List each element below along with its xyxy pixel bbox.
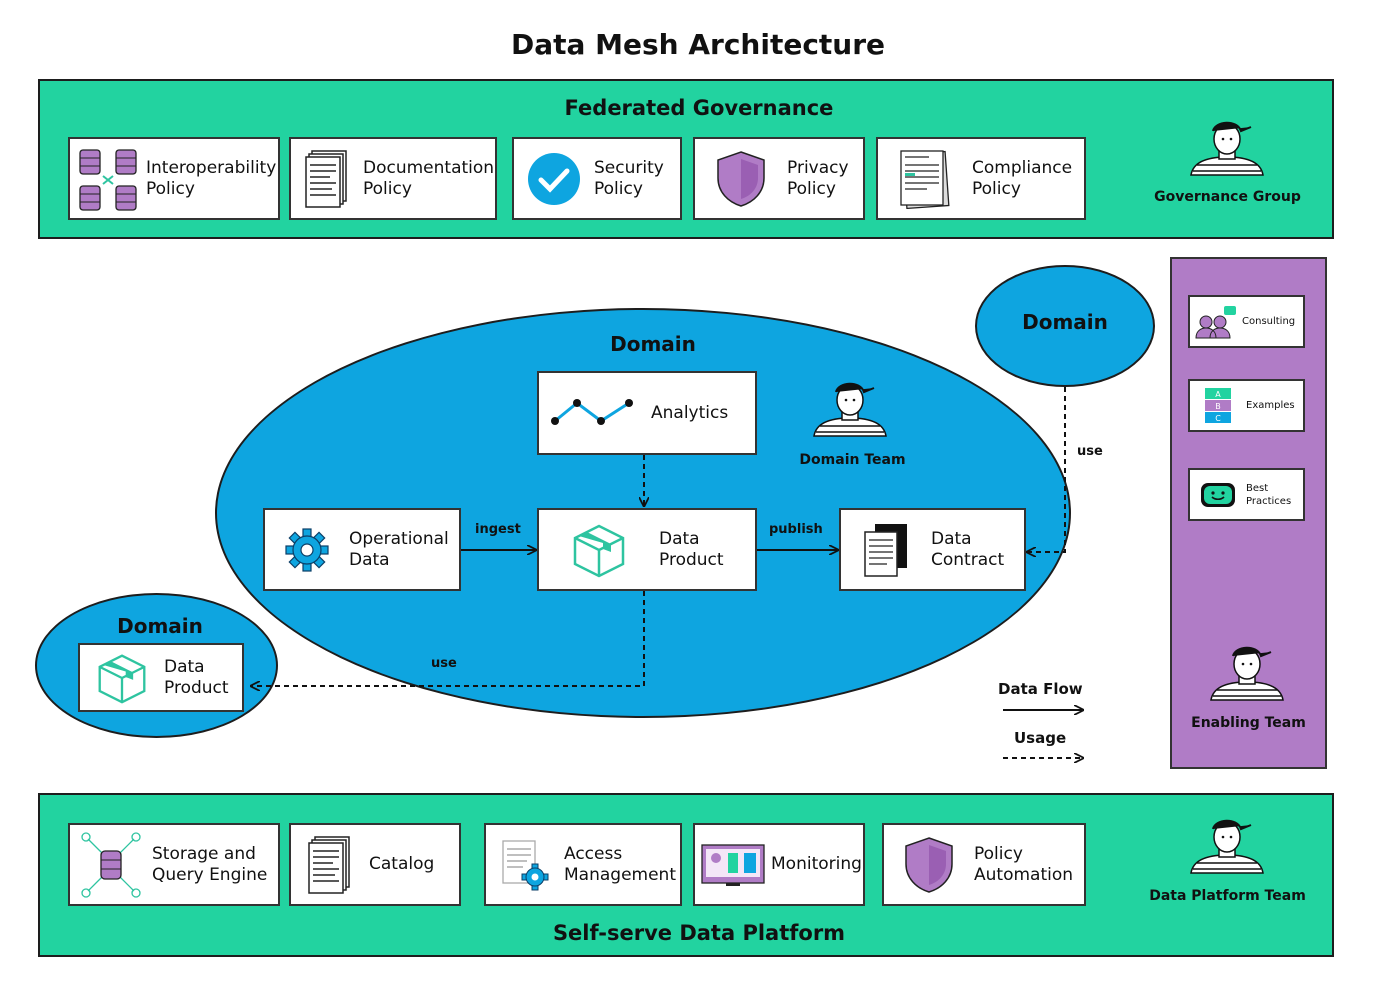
privacy-policy-label: Privacy Policy <box>787 157 849 199</box>
governance-group-avatar <box>1187 117 1267 177</box>
operational-data-label: Operational Data <box>349 528 449 570</box>
policy-automation-card[interactable]: Policy Automation <box>882 823 1086 906</box>
catalog-label: Catalog <box>369 854 435 874</box>
data-platform-team-avatar <box>1187 815 1267 875</box>
compliance-policy-card[interactable]: Compliance Policy <box>876 137 1086 220</box>
examples-card[interactable]: A B C Examples <box>1188 379 1305 432</box>
storage-query-engine-label: Storage and Query Engine <box>152 843 268 885</box>
interoperability-policy-label: Interoperability Policy <box>146 157 277 199</box>
analytics-card[interactable]: Analytics <box>537 371 757 455</box>
governance-group-label: Governance Group <box>1154 189 1301 205</box>
access-management-card[interactable]: Access Management <box>484 823 682 906</box>
domain-team-avatar <box>810 378 890 438</box>
examples-label: Examples <box>1246 400 1295 411</box>
gear-document-icon <box>486 837 564 893</box>
data-contract-card[interactable]: Data Contract <box>839 508 1026 591</box>
data-contract-label: Data Contract <box>931 528 1005 570</box>
access-management-label: Access Management <box>564 843 676 885</box>
svg-text:A: A <box>1215 390 1221 399</box>
dashboard-icon <box>695 843 771 887</box>
platform-title: Self-serve Data Platform <box>552 921 846 945</box>
documentation-policy-label: Documentation Policy <box>363 157 495 199</box>
use-bottom-label: use <box>431 656 457 671</box>
legend-data-flow-label: Data Flow <box>998 680 1083 698</box>
abc-list-icon: A B C <box>1190 386 1246 426</box>
svg-text:B: B <box>1215 402 1221 411</box>
compliance-policy-label: Compliance Policy <box>972 157 1073 199</box>
analytics-label: Analytics <box>651 402 729 423</box>
domain-left-title: Domain <box>117 614 203 638</box>
enabling-team-avatar <box>1207 642 1287 702</box>
page-title: Data Mesh Architecture <box>510 28 886 61</box>
interoperability-policy-card[interactable]: Interoperability Policy <box>68 137 280 220</box>
security-policy-label: Security Policy <box>594 157 664 199</box>
database-interoperability-icon <box>70 144 146 214</box>
domain-right-ellipse <box>975 265 1155 387</box>
catalog-card[interactable]: Catalog <box>289 823 461 906</box>
publish-label: publish <box>769 522 823 537</box>
database-network-icon <box>70 829 152 901</box>
package-box-icon <box>80 652 164 704</box>
people-chat-icon <box>1190 304 1242 340</box>
use-right-label: use <box>1077 444 1103 459</box>
left-data-product-card[interactable]: Data Product <box>78 643 244 712</box>
check-circle-icon <box>514 151 594 207</box>
svg-text:C: C <box>1215 414 1221 423</box>
enabling-team-label: Enabling Team <box>1191 715 1306 731</box>
document-stack-icon <box>291 149 363 209</box>
domain-right-title: Domain <box>1022 310 1108 334</box>
data-product-label: Data Product <box>659 528 724 570</box>
storage-query-engine-card[interactable]: Storage and Query Engine <box>68 823 280 906</box>
ingest-label: ingest <box>475 522 521 537</box>
operational-data-card[interactable]: Operational Data <box>263 508 461 591</box>
data-product-card[interactable]: Data Product <box>537 508 757 591</box>
package-box-icon <box>539 522 659 578</box>
domain-main-title: Domain <box>610 332 696 356</box>
monitoring-card[interactable]: Monitoring <box>693 823 865 906</box>
document-stack-icon <box>291 835 369 895</box>
data-platform-team-label: Data Platform Team <box>1149 888 1306 904</box>
policy-automation-label: Policy Automation <box>974 843 1074 885</box>
left-data-product-label: Data Product <box>164 656 229 698</box>
gear-icon <box>265 527 349 572</box>
shield-icon <box>695 150 787 208</box>
consulting-card[interactable]: Consulting <box>1188 295 1305 348</box>
shield-icon <box>884 836 974 894</box>
documentation-policy-card[interactable]: Documentation Policy <box>289 137 497 220</box>
security-policy-card[interactable]: Security Policy <box>512 137 682 220</box>
best-practices-card[interactable]: Best Practices <box>1188 468 1305 521</box>
report-icon <box>878 149 972 209</box>
line-chart-icon <box>539 393 651 433</box>
monitoring-label: Monitoring <box>771 854 862 874</box>
smile-badge-icon <box>1190 480 1246 510</box>
legend-usage-label: Usage <box>1014 729 1067 747</box>
domain-team-label: Domain Team <box>799 452 906 468</box>
consulting-label: Consulting <box>1242 316 1296 327</box>
best-practices-label: Best Practices <box>1246 482 1292 507</box>
privacy-policy-card[interactable]: Privacy Policy <box>693 137 865 220</box>
governance-title: Federated Governance <box>564 96 834 120</box>
contract-documents-icon <box>841 522 931 578</box>
